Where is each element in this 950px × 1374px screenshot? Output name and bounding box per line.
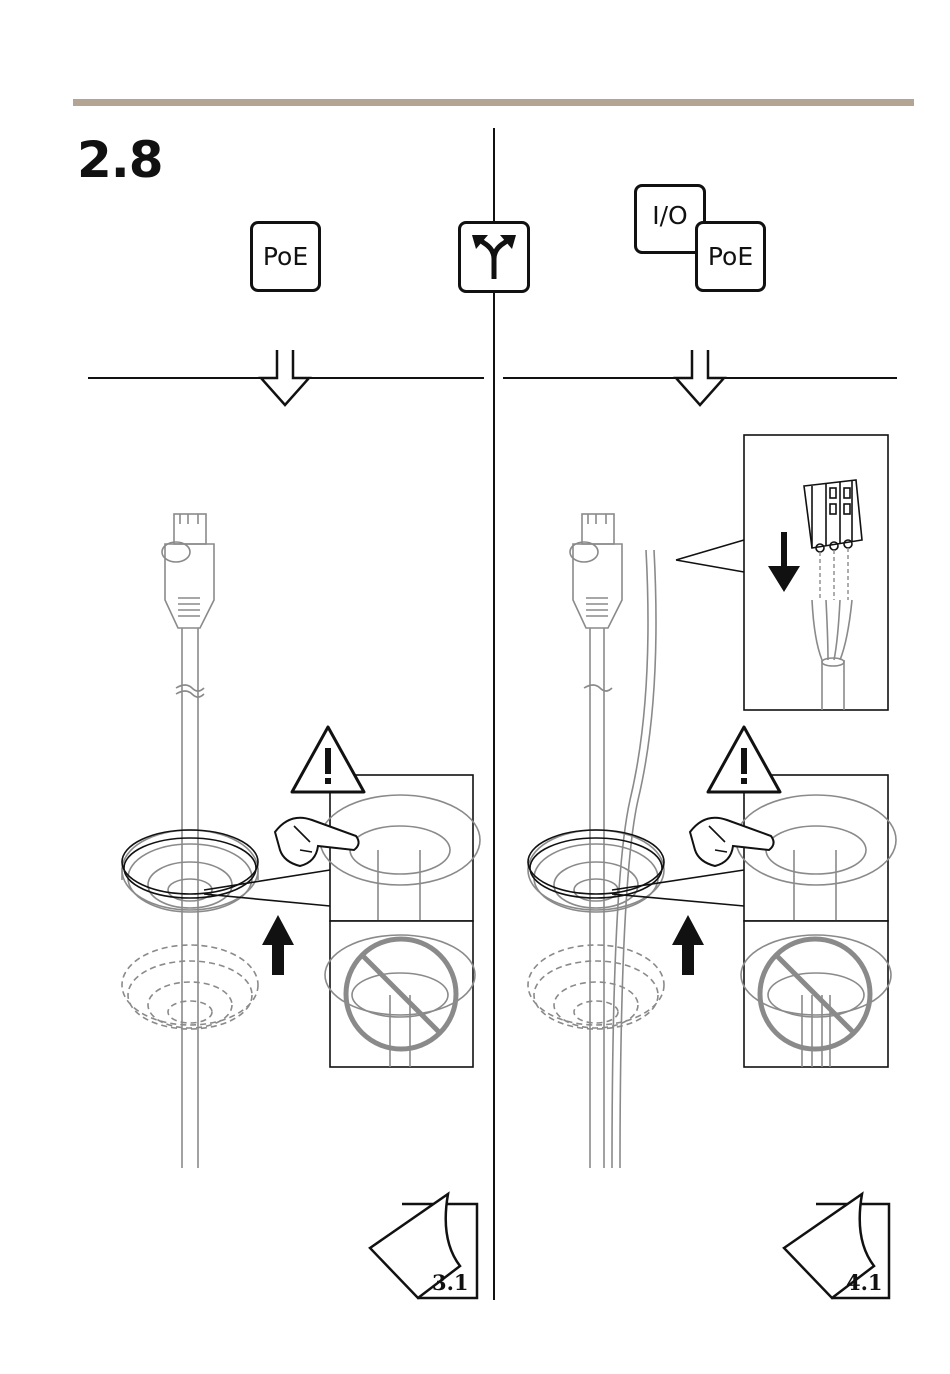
- io-connector-detail: [744, 435, 888, 710]
- warning-triangle-icon: [708, 727, 780, 792]
- page-turn-icon: 4.1: [784, 1194, 889, 1298]
- continue-page-right: 4.1: [846, 1270, 883, 1295]
- continue-page-left: 3.1: [432, 1270, 469, 1295]
- page-turn-icon: 3.1: [370, 1194, 477, 1298]
- warning-triangle-icon: [292, 727, 364, 792]
